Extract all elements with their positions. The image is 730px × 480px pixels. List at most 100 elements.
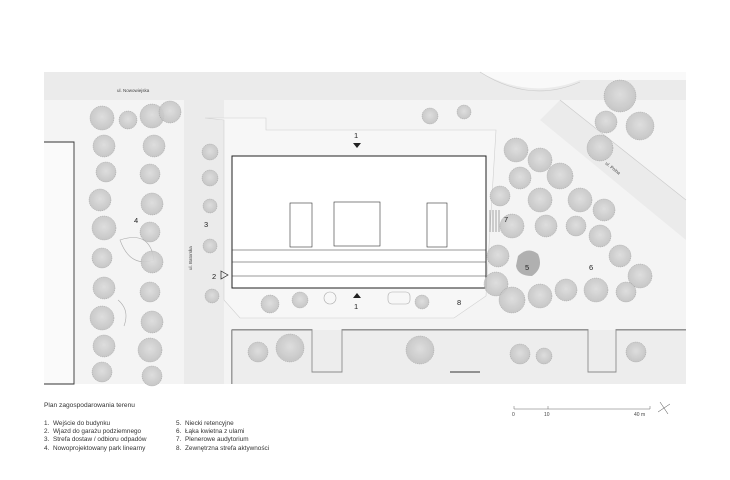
tree (554, 278, 578, 302)
garage-arrow-icon (220, 270, 229, 280)
tree (201, 143, 219, 161)
north-arrow-icon (657, 401, 671, 415)
tree (414, 294, 430, 310)
tree (498, 286, 526, 314)
tree (91, 361, 113, 383)
tree (486, 244, 510, 268)
legend-item-text: Zewnętrzna strefa aktywności (185, 444, 270, 452)
tree (139, 163, 161, 185)
courtyard-west (289, 202, 313, 248)
tree (247, 341, 269, 363)
tree (88, 188, 112, 212)
legend-item: 7.Plenerowe audytorium (176, 436, 269, 444)
scale-tick-10: 10 (544, 412, 550, 418)
legend-item-text: Plenerowe audytorium (185, 436, 249, 444)
tree (534, 214, 558, 238)
marker-auditorium: 7 (504, 215, 508, 224)
tree (565, 215, 587, 237)
legend-item: 4.Nowoprojektowany park linearny (44, 445, 146, 453)
legend-item-number: 6. (176, 428, 182, 436)
marker-meadow: 6 (589, 263, 593, 272)
tree (202, 238, 218, 254)
tree (92, 134, 116, 158)
marker-retention: 5 (525, 263, 529, 272)
tree (546, 162, 574, 190)
tree (527, 147, 553, 173)
legend-item-text: Strefa dostaw / odbioru odpadów (53, 436, 147, 444)
tree (583, 277, 609, 303)
tree (527, 187, 553, 213)
marker-entrance-top: 1 (354, 131, 358, 140)
trees (88, 79, 655, 387)
legend-item-text: Wjazd do garażu podziemnego (53, 428, 142, 436)
tree (405, 335, 435, 365)
tree (456, 104, 472, 120)
tree (594, 110, 618, 134)
tree (499, 213, 525, 239)
street-label-west: ul. Batorska (188, 246, 193, 270)
legend-item-number: 4. (44, 444, 50, 452)
tree (503, 137, 529, 163)
neighbour-building-west (44, 141, 75, 385)
scale-bar: 0 10 40 m (512, 401, 671, 418)
tree (142, 134, 166, 158)
legend-item: 6.Łąka kwietna z ulami (176, 428, 269, 436)
tree (588, 224, 612, 248)
tree (92, 276, 116, 300)
plan-caption: Plan zagospodarowania terenu (44, 402, 135, 409)
tree (275, 333, 305, 363)
tree (615, 281, 637, 303)
courtyard-centre (333, 201, 381, 247)
legend-item-text: Łąka kwietna z ulami (185, 428, 245, 436)
tree (535, 347, 553, 365)
tree (202, 198, 218, 214)
tree (421, 107, 439, 125)
marker-activity: 8 (457, 298, 461, 307)
activity-zone-shapes (117, 237, 411, 327)
legend-item-number: 1. (44, 420, 50, 427)
tree (625, 341, 647, 363)
tree (158, 100, 182, 124)
legend-item-text: Wejście do budynku (53, 420, 111, 427)
scale-tick-0: 0 (512, 412, 515, 418)
tree (625, 111, 655, 141)
marker-entrance-bottom: 1 (354, 302, 358, 311)
tree (91, 247, 113, 269)
tree (139, 281, 161, 303)
tree (140, 192, 164, 216)
tree (89, 305, 115, 331)
tree (608, 244, 632, 268)
legend-item: 1.Wejście do budynku (44, 420, 146, 428)
tree (509, 343, 531, 365)
legend-item-text: Nowoprojektowany park linearny (53, 444, 146, 452)
tree (118, 110, 138, 130)
tree (89, 105, 115, 131)
scale-tick-40: 40 m (634, 412, 645, 418)
tree (527, 283, 553, 309)
courtyard-east (426, 202, 448, 248)
legend-item-number: 2. (44, 428, 50, 436)
tree (627, 263, 653, 289)
legend-item: 5.Niecki retencyjne (176, 420, 269, 428)
tree (567, 187, 593, 213)
tree (141, 365, 163, 387)
tree (137, 337, 163, 363)
auditorium-steps (489, 210, 500, 232)
tree (140, 250, 164, 274)
entrance-arrow-bottom-icon (353, 293, 361, 298)
tree (92, 334, 116, 358)
tree (483, 271, 509, 297)
tree (603, 79, 637, 113)
legend-item: 8.Zewnętrzna strefa aktywności (176, 445, 269, 453)
legend-item-number: 5. (176, 420, 182, 427)
legend-item-number: 3. (44, 436, 50, 444)
tree (204, 288, 220, 304)
entrance-arrow-top-icon (353, 143, 361, 148)
tree (489, 185, 511, 207)
tree (140, 310, 164, 334)
tree (201, 169, 219, 187)
marker-park: 4 (134, 216, 138, 225)
tree (91, 215, 117, 241)
tree (508, 166, 532, 190)
